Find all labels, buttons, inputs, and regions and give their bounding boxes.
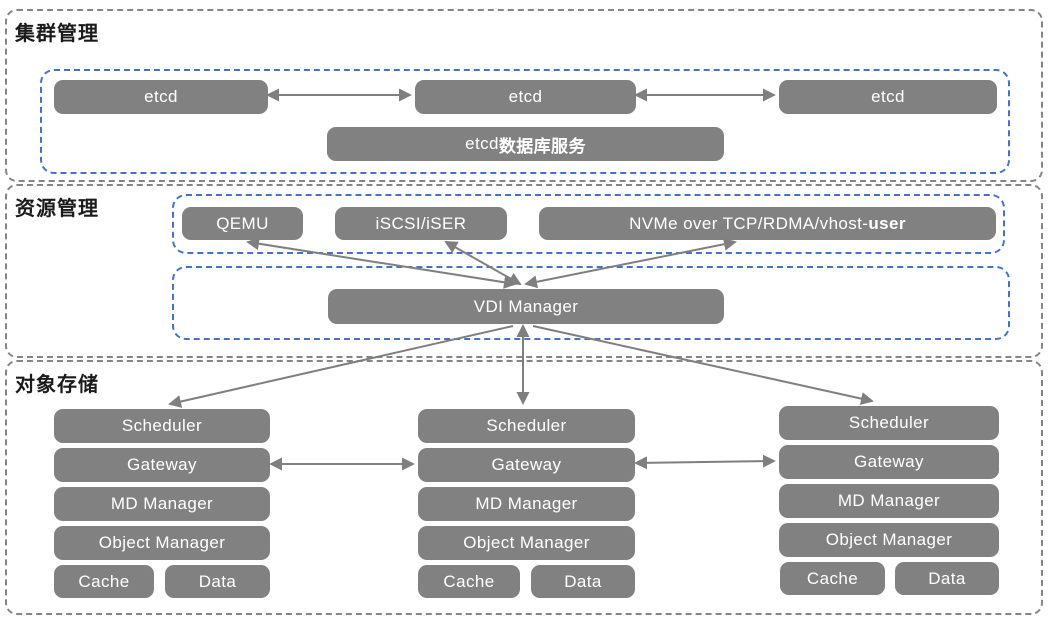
etcd-cluster-container [40, 69, 1010, 174]
md-manager-box-2: MD Manager [418, 487, 635, 521]
gateway-box-1: Gateway [54, 448, 270, 482]
vdi-manager-box: VDI Manager [328, 289, 724, 324]
section-cluster-management: 集群管理 etcd etcd etcd etcd 数据库服务 [5, 9, 1043, 182]
object-manager-box-3: Object Manager [779, 523, 999, 557]
etcd-node-3: etcd [779, 80, 997, 114]
section-cluster-title: 集群管理 [15, 23, 99, 45]
etcd-db-label-cjk: 数据库服务 [498, 136, 586, 156]
object-manager-box-1: Object Manager [54, 526, 270, 560]
section-storage-title: 对象存储 [15, 374, 99, 396]
etcd-node-1: etcd [54, 80, 268, 114]
cache-box-3: Cache [780, 562, 885, 595]
scheduler-box-2: Scheduler [418, 409, 635, 443]
data-box-3: Data [895, 562, 999, 595]
section-object-storage: 对象存储 Scheduler Gateway MD Manager Object… [5, 360, 1043, 615]
md-manager-box-1: MD Manager [54, 487, 270, 521]
nvme-label-bold: user [868, 213, 906, 233]
md-manager-box-3: MD Manager [779, 484, 999, 518]
cache-box-1: Cache [54, 565, 154, 598]
gateway-box-3: Gateway [779, 445, 999, 479]
object-manager-box-2: Object Manager [418, 526, 635, 560]
scheduler-box-3: Scheduler [779, 406, 999, 440]
qemu-box: QEMU [182, 207, 303, 240]
section-resource-title: 资源管理 [15, 198, 99, 220]
etcd-node-2: etcd [415, 80, 636, 114]
cache-box-2: Cache [418, 565, 520, 598]
data-box-1: Data [165, 565, 270, 598]
nvme-label-regular: NVMe over TCP/RDMA/vhost- [629, 213, 869, 233]
data-box-2: Data [531, 565, 635, 598]
scheduler-box-1: Scheduler [54, 409, 270, 443]
etcd-db-label-latin: etcd [465, 134, 499, 153]
etcd-database-service: etcd 数据库服务 [327, 127, 724, 161]
nvme-box: NVMe over TCP/RDMA/vhost-user [539, 207, 996, 240]
section-resource-management: 资源管理 QEMU iSCSI/iSER NVMe over TCP/RDMA/… [5, 184, 1043, 358]
gateway-box-2: Gateway [418, 448, 635, 482]
iscsi-iser-box: iSCSI/iSER [335, 207, 507, 240]
